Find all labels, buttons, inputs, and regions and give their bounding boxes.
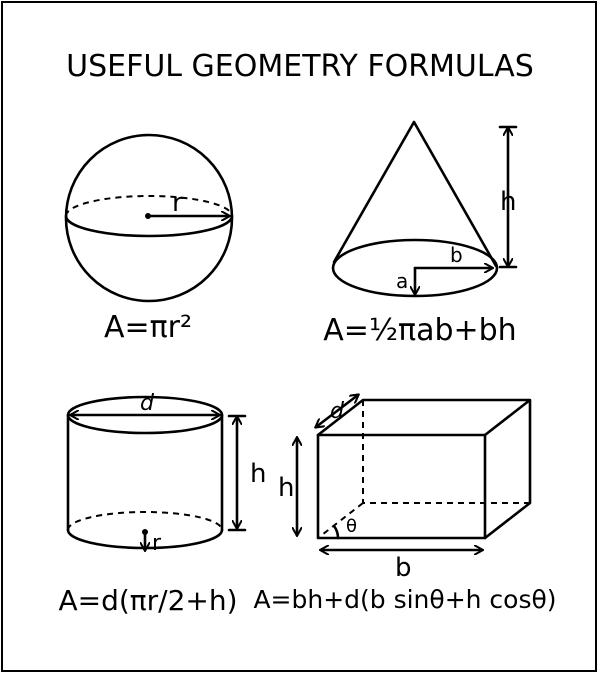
- cone-sides: [332, 120, 498, 268]
- box-front: [316, 433, 487, 540]
- cylinder-label-h: h: [250, 459, 266, 489]
- cone-formula: A=½πab+bh: [323, 313, 516, 348]
- box-label-b: b: [395, 553, 412, 583]
- box-label-h: h: [278, 473, 294, 503]
- cylinder-label-r: r: [152, 531, 162, 556]
- box-formula: A=bh+d(b sinθ+h cosθ): [253, 585, 556, 614]
- cone-label-a: a: [396, 269, 408, 293]
- sphere: r A=πr²: [64, 133, 234, 345]
- cylinder: d h r A=d(πr/2+h): [58, 391, 266, 617]
- cone: b a h A=½πab+bh: [323, 120, 518, 348]
- sphere-equator-back: [65, 195, 233, 217]
- cylinder-bottom-back: [67, 511, 223, 531]
- box-d-arrow: [316, 395, 358, 427]
- sphere-label-r: r: [172, 188, 183, 218]
- cylinder-label-d: d: [140, 391, 155, 416]
- sphere-equator-front: [64, 214, 234, 238]
- box: d h b θ A=bh+d(b sinθ+h cosθ): [253, 395, 557, 614]
- box-hidden-edges: [317, 400, 530, 539]
- box-label-d: d: [330, 399, 345, 424]
- box-label-theta: θ: [346, 516, 357, 537]
- title: USEFUL GEOMETRY FORMULAS: [66, 49, 534, 84]
- box-theta-arc: [332, 524, 340, 540]
- cone-label-b: b: [450, 243, 463, 267]
- sphere-formula: A=πr²: [104, 310, 192, 345]
- cone-base: [331, 238, 499, 298]
- cone-label-h: h: [500, 187, 516, 217]
- cylinder-formula: A=d(πr/2+h): [58, 584, 237, 617]
